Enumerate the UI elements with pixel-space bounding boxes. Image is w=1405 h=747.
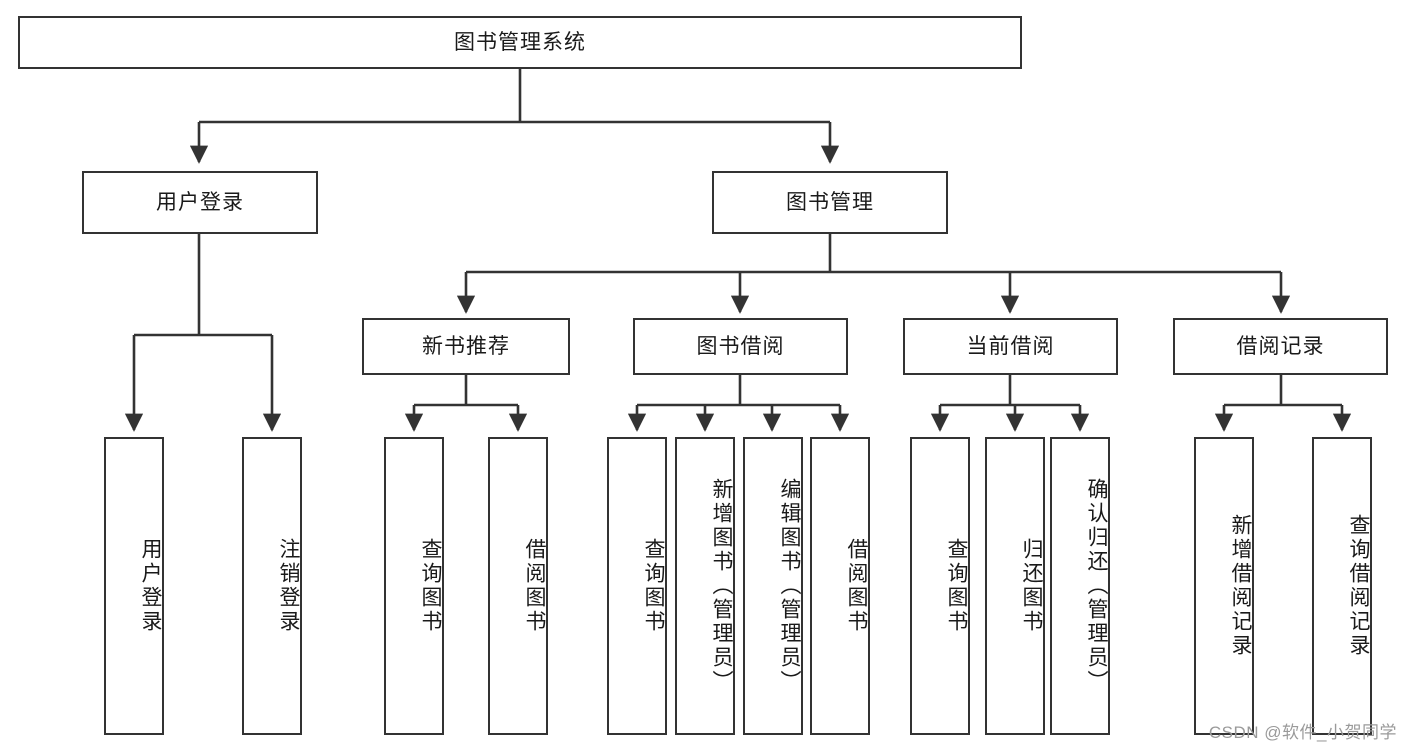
leaf-newbook-borrow-book[interactable]: 借阅图书 bbox=[488, 437, 548, 735]
node-borrow-records[interactable]: 借阅记录 bbox=[1173, 318, 1388, 375]
leaf-user-login[interactable]: 用户登录 bbox=[104, 437, 164, 735]
node-label: 借阅图书 bbox=[845, 538, 868, 634]
node-label: 查询借阅记录 bbox=[1347, 514, 1370, 658]
node-label: 归还图书 bbox=[1020, 538, 1043, 634]
leaf-current-query-book[interactable]: 查询图书 bbox=[910, 437, 970, 735]
leaf-borrow-add-book-admin[interactable]: 新增图书（管理员） bbox=[675, 437, 735, 735]
leaf-newbook-query-book[interactable]: 查询图书 bbox=[384, 437, 444, 735]
node-label: 图书借阅 bbox=[696, 334, 785, 358]
node-label: 新增图书（管理员） bbox=[710, 478, 733, 694]
node-label: 编辑图书（管理员） bbox=[778, 478, 801, 694]
leaf-borrow-borrow-book[interactable]: 借阅图书 bbox=[810, 437, 870, 735]
node-label: 借阅记录 bbox=[1236, 334, 1325, 358]
node-label: 图书管理系统 bbox=[454, 30, 586, 54]
node-label: 用户登录 bbox=[156, 190, 244, 214]
leaf-borrow-edit-book-admin[interactable]: 编辑图书（管理员） bbox=[743, 437, 803, 735]
node-label: 查询图书 bbox=[945, 538, 968, 634]
node-root-system[interactable]: 图书管理系统 bbox=[18, 16, 1022, 69]
node-label: 借阅图书 bbox=[523, 538, 546, 634]
node-label: 注销登录 bbox=[277, 538, 300, 634]
node-label: 确认归还（管理员） bbox=[1085, 478, 1108, 694]
leaf-current-return-book[interactable]: 归还图书 bbox=[985, 437, 1045, 735]
node-label: 新书推荐 bbox=[422, 334, 510, 358]
node-current-borrow[interactable]: 当前借阅 bbox=[903, 318, 1118, 375]
node-new-book-recommend[interactable]: 新书推荐 bbox=[362, 318, 570, 375]
leaf-records-add-record[interactable]: 新增借阅记录 bbox=[1194, 437, 1254, 735]
node-label: 查询图书 bbox=[419, 538, 442, 634]
node-label: 用户登录 bbox=[139, 538, 162, 634]
node-label: 当前借阅 bbox=[966, 334, 1055, 358]
node-book-management[interactable]: 图书管理 bbox=[712, 171, 948, 234]
node-label: 查询图书 bbox=[642, 538, 665, 634]
node-label: 新增借阅记录 bbox=[1229, 514, 1252, 658]
leaf-current-confirm-return-admin[interactable]: 确认归还（管理员） bbox=[1050, 437, 1110, 735]
leaf-borrow-query-book[interactable]: 查询图书 bbox=[607, 437, 667, 735]
leaf-records-query-record[interactable]: 查询借阅记录 bbox=[1312, 437, 1372, 735]
leaf-logout[interactable]: 注销登录 bbox=[242, 437, 302, 735]
node-label: 图书管理 bbox=[786, 190, 874, 214]
node-book-borrow[interactable]: 图书借阅 bbox=[633, 318, 848, 375]
watermark: CSDN @软件_小贺同学 bbox=[1208, 723, 1397, 742]
node-user-login[interactable]: 用户登录 bbox=[82, 171, 318, 234]
